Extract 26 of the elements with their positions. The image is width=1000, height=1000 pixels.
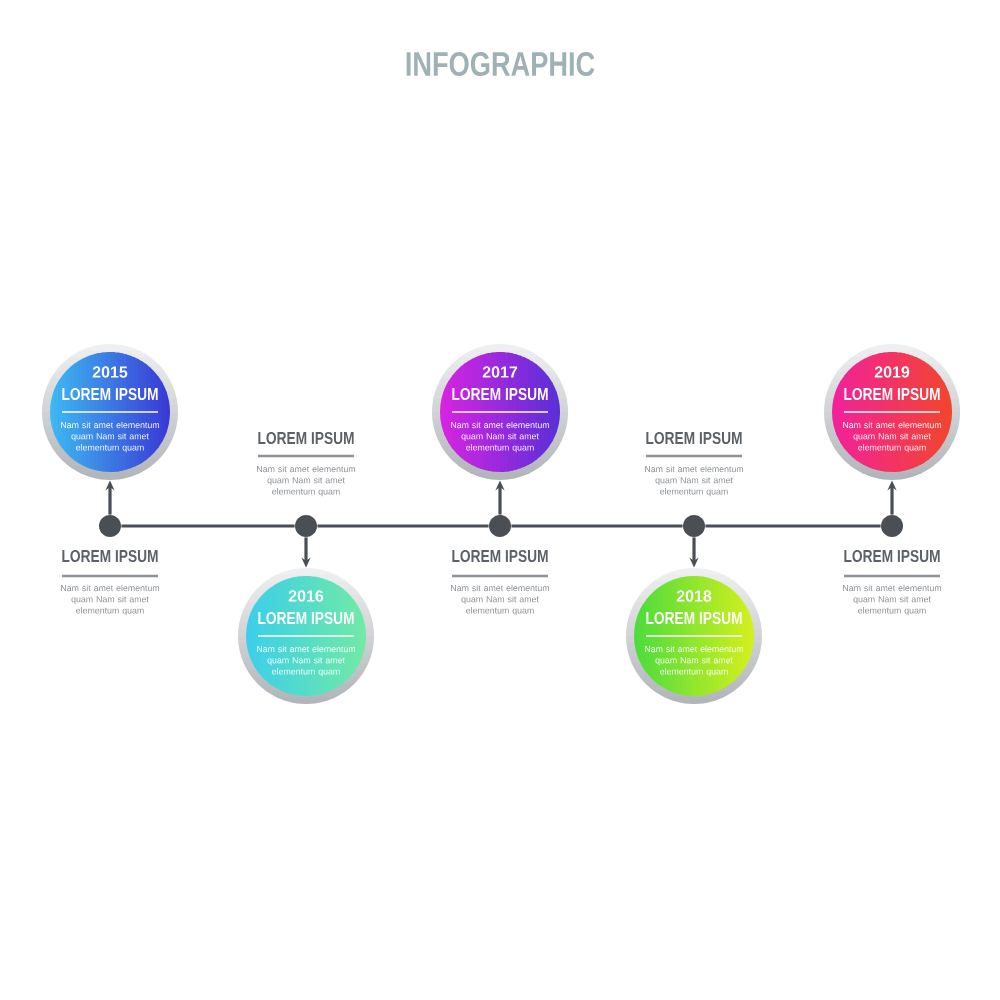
year-label: 2018 (676, 590, 712, 602)
year-label: 2016 (288, 590, 324, 602)
milestone-circle (626, 568, 762, 704)
circle-heading: LOREM IPSUM (844, 387, 940, 401)
heading-text: LOREM IPSUM (452, 549, 548, 563)
circle-heading: LOREM IPSUM (646, 611, 742, 625)
timeline-dot (881, 515, 903, 537)
timeline-dot (683, 515, 705, 537)
circle-heading: LOREM IPSUM (258, 611, 354, 625)
heading-text: LOREM IPSUM (844, 549, 940, 563)
title: INFOGRAPHIC (406, 51, 595, 77)
circle-heading: LOREM IPSUM (452, 387, 548, 401)
timeline-dot (295, 515, 317, 537)
milestone-circle (42, 344, 178, 480)
milestone-circle (824, 344, 960, 480)
year-label: 2019 (874, 366, 910, 378)
timeline-dot (99, 515, 121, 537)
heading-text: LOREM IPSUM (62, 549, 158, 563)
heading-text: LOREM IPSUM (258, 431, 354, 445)
heading-text: LOREM IPSUM (646, 431, 742, 445)
milestone-circle (238, 568, 374, 704)
milestone-circle (432, 344, 568, 480)
year-label: 2015 (92, 366, 128, 378)
circle-heading: LOREM IPSUM (62, 387, 158, 401)
year-label: 2017 (482, 366, 518, 378)
timeline-dot (489, 515, 511, 537)
